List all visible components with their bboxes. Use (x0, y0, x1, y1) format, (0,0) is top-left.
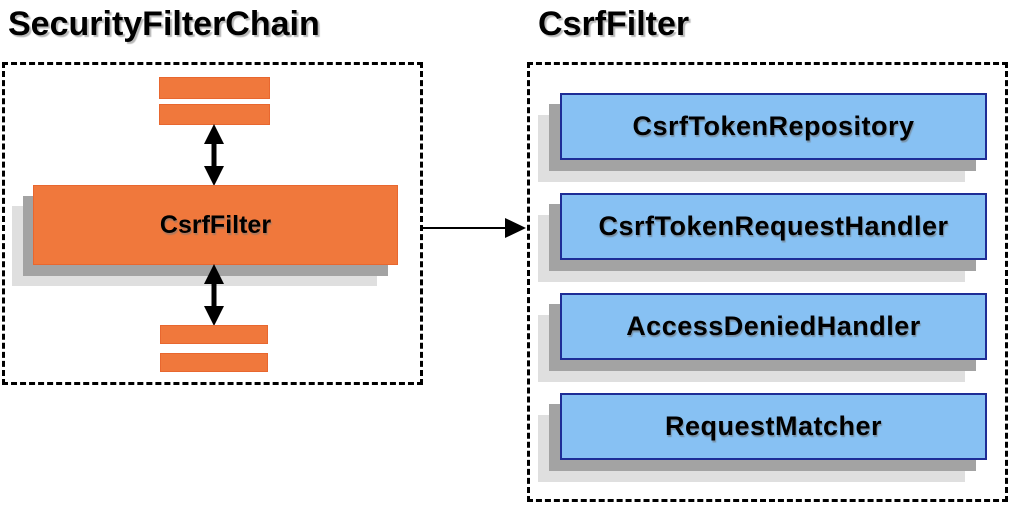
filter-stub-bar-top-2 (159, 104, 270, 125)
component-label: RequestMatcher (664, 411, 883, 441)
security-filter-chain-title: SecurityFilterChain (8, 5, 320, 43)
csrf-filter-title: CsrfFilter (538, 5, 690, 43)
bidirectional-arrow-icon-bottom (204, 264, 224, 326)
csrf-filter-box (527, 62, 1008, 502)
component-request-matcher: RequestMatcher (560, 393, 987, 460)
component-label: CsrfTokenRepository (632, 111, 915, 141)
filter-stub-bar-bottom-2 (160, 353, 268, 372)
filter-stub-bar-top-1 (159, 77, 270, 99)
csrf-filter-node: CsrfFilter (33, 185, 398, 265)
bidirectional-arrow-icon-top (204, 124, 224, 186)
flow-arrow-icon (423, 218, 526, 238)
component-csrf-token-repository: CsrfTokenRepository (560, 93, 987, 160)
filter-stub-bar-bottom-1 (160, 325, 268, 344)
component-access-denied-handler: AccessDeniedHandler (560, 293, 987, 360)
component-csrf-token-request-handler: CsrfTokenRequestHandler (560, 193, 987, 260)
security-filter-chain-box (2, 62, 423, 385)
component-label: CsrfTokenRequestHandler (598, 211, 949, 241)
csrf-filter-node-label: CsrfFilter (159, 210, 272, 239)
component-label: AccessDeniedHandler (626, 311, 921, 341)
